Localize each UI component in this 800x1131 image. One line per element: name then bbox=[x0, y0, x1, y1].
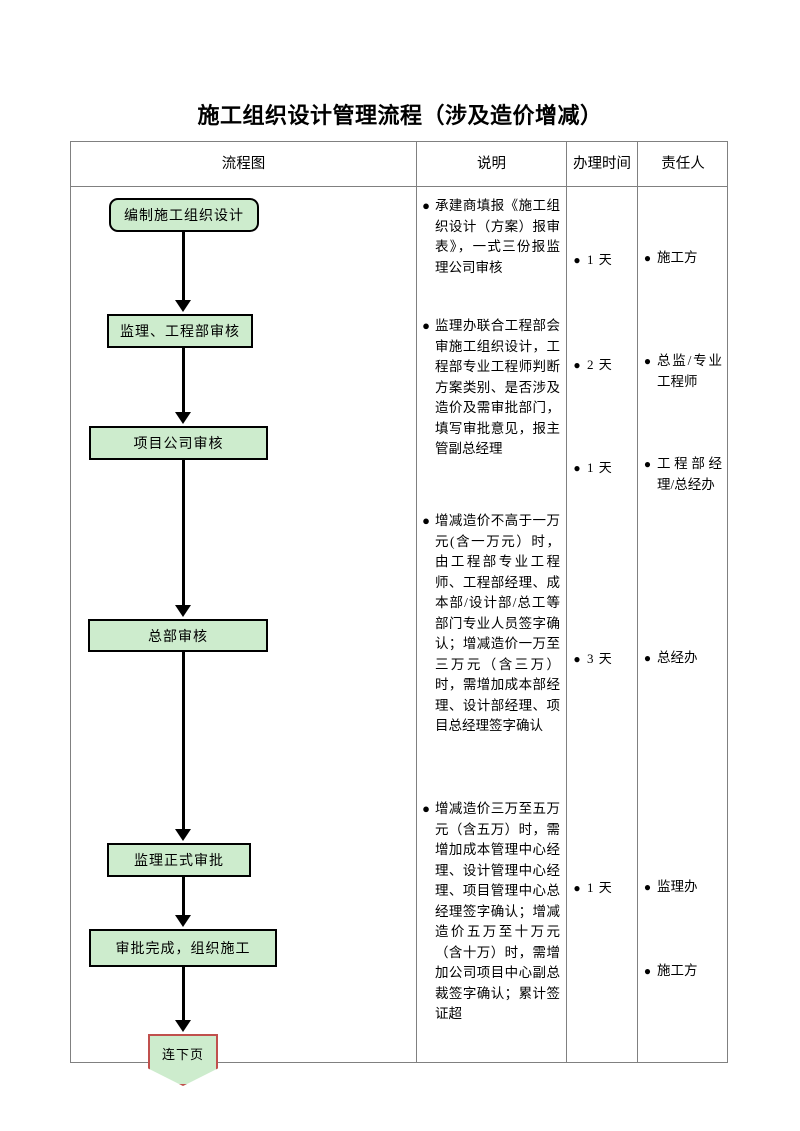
owner-name: 总监/专业工程师 bbox=[657, 353, 722, 389]
connector-3 bbox=[182, 460, 185, 607]
connector-4 bbox=[182, 652, 185, 831]
description-text: 承建商填报《施工组织设计（方案）报审表》，一式三份报监理公司审核 bbox=[435, 198, 560, 275]
description-item: ● 承建商填报《施工组织设计（方案）报审表》，一式三份报监理公司审核 bbox=[417, 196, 566, 278]
bullet-icon: ● bbox=[643, 651, 652, 665]
flow-node-approval-complete-start-construction[interactable]: 审批完成，组织施工 bbox=[89, 929, 277, 967]
owner-item: ● 总监/专业工程师 bbox=[638, 351, 728, 392]
flow-node-draft-construction-design[interactable]: 编制施工组织设计 bbox=[109, 198, 259, 232]
description-item: ● 增减造价不高于一万元(含一万元）时，由工程部专业工程师、工程部经理、成本部/… bbox=[417, 511, 566, 737]
flowchart-column: 编制施工组织设计 监理、工程部审核 项目公司审核 总部审核 监理正式审批 审批完… bbox=[71, 186, 416, 1086]
description-text: 增减造价三万至五万元（含五万）时，需增加成本管理中心经理、设计管理中心经理、项目… bbox=[435, 801, 560, 1021]
flow-node-headquarters-review[interactable]: 总部审核 bbox=[88, 619, 268, 652]
description-text: 监理办联合工程部会审施工组织设计，工程部专业工程师判断方案类别、是否涉及造价及需… bbox=[435, 318, 560, 456]
table-header-time: 办理时间 bbox=[573, 156, 631, 172]
connector-2 bbox=[182, 348, 185, 414]
flow-node-continue-next-page[interactable]: 连下页 bbox=[148, 1034, 218, 1086]
owner-item: ● 总经办 bbox=[638, 648, 728, 669]
description-column: ● 承建商填报《施工组织设计（方案）报审表》，一式三份报监理公司审核 ● 监理办… bbox=[417, 186, 566, 1063]
bullet-icon: ● bbox=[573, 881, 581, 895]
table-header-flow: 流程图 bbox=[221, 156, 266, 172]
bullet-icon: ● bbox=[422, 198, 430, 213]
bullet-icon: ● bbox=[422, 513, 430, 528]
description-text: 增减造价不高于一万元(含一万元）时，由工程部专业工程师、工程部经理、成本部/设计… bbox=[435, 513, 560, 733]
responsible-person-column: ● 施工方 ● 总监/专业工程师 ● 工程部经理/总经办 ● 总经办 ● 监理办… bbox=[638, 186, 728, 1063]
description-item: ● 增减造价三万至五万元（含五万）时，需增加成本管理中心经理、设计管理中心经理、… bbox=[417, 799, 566, 1025]
time-value: 2 天 bbox=[587, 357, 613, 372]
arrowhead-2 bbox=[175, 412, 191, 424]
connector-1 bbox=[182, 232, 185, 302]
page-title: 施工组织设计管理流程（涉及造价增减） bbox=[197, 103, 603, 128]
time-value: 1 天 bbox=[587, 880, 613, 895]
bullet-icon: ● bbox=[422, 801, 430, 816]
bullet-icon: ● bbox=[573, 358, 581, 372]
owner-item: ● 监理办 bbox=[638, 877, 728, 898]
owner-name: 施工方 bbox=[657, 250, 698, 265]
owner-item: ● 工程部经理/总经办 bbox=[638, 454, 728, 495]
bullet-icon: ● bbox=[643, 251, 652, 265]
flow-node-project-company-review[interactable]: 项目公司审核 bbox=[89, 426, 268, 460]
header-divider bbox=[71, 186, 727, 187]
bullet-icon: ● bbox=[643, 880, 652, 894]
bullet-icon: ● bbox=[643, 354, 652, 368]
time-item: ● 1 天 bbox=[567, 249, 637, 268]
bullet-icon: ● bbox=[643, 457, 652, 471]
description-item: ● 监理办联合工程部会审施工组织设计，工程部专业工程师判断方案类别、是否涉及造价… bbox=[417, 316, 566, 460]
bullet-icon: ● bbox=[422, 318, 430, 333]
bullet-icon: ● bbox=[573, 253, 581, 267]
bullet-icon: ● bbox=[573, 461, 581, 475]
owner-name: 总经办 bbox=[657, 650, 698, 665]
time-item: ● 2 天 bbox=[567, 354, 637, 373]
arrowhead-5 bbox=[175, 915, 191, 927]
time-item: ● 1 天 bbox=[567, 457, 637, 476]
processing-time-column: ● 1 天 ● 2 天 ● 1 天 ● 3 天 ● 1 天 bbox=[567, 186, 637, 1063]
owner-name: 施工方 bbox=[657, 963, 698, 978]
time-item: ● 3 天 bbox=[567, 648, 637, 667]
owner-name: 监理办 bbox=[657, 879, 698, 894]
bullet-icon: ● bbox=[573, 652, 581, 666]
owner-item: ● 施工方 bbox=[638, 248, 728, 269]
bullet-icon: ● bbox=[643, 964, 652, 978]
time-value: 1 天 bbox=[587, 460, 613, 475]
flow-node-supervision-formal-approval[interactable]: 监理正式审批 bbox=[107, 843, 251, 877]
time-value: 3 天 bbox=[587, 651, 613, 666]
column-divider-desc-time bbox=[566, 142, 567, 1062]
process-table: 流程图 说明 办理时间 责任人 编制施工组织设计 监理、工程部审核 项目公司审核… bbox=[70, 141, 728, 1086]
column-divider-flow-desc bbox=[416, 142, 417, 1062]
arrowhead-4 bbox=[175, 829, 191, 841]
connector-5 bbox=[182, 877, 185, 917]
table-header-owner: 责任人 bbox=[661, 156, 705, 172]
arrowhead-6 bbox=[175, 1020, 191, 1032]
owner-name: 工程部经理/总经办 bbox=[657, 456, 722, 492]
table-header-description: 说明 bbox=[477, 156, 506, 172]
flow-node-supervision-engineering-review[interactable]: 监理、工程部审核 bbox=[107, 314, 253, 348]
arrowhead-3 bbox=[175, 605, 191, 617]
time-item: ● 1 天 bbox=[567, 877, 637, 896]
owner-item: ● 施工方 bbox=[638, 961, 728, 982]
time-value: 1 天 bbox=[587, 252, 613, 267]
column-divider-time-owner bbox=[637, 142, 638, 1062]
arrowhead-1 bbox=[175, 300, 191, 312]
connector-6 bbox=[182, 967, 185, 1022]
